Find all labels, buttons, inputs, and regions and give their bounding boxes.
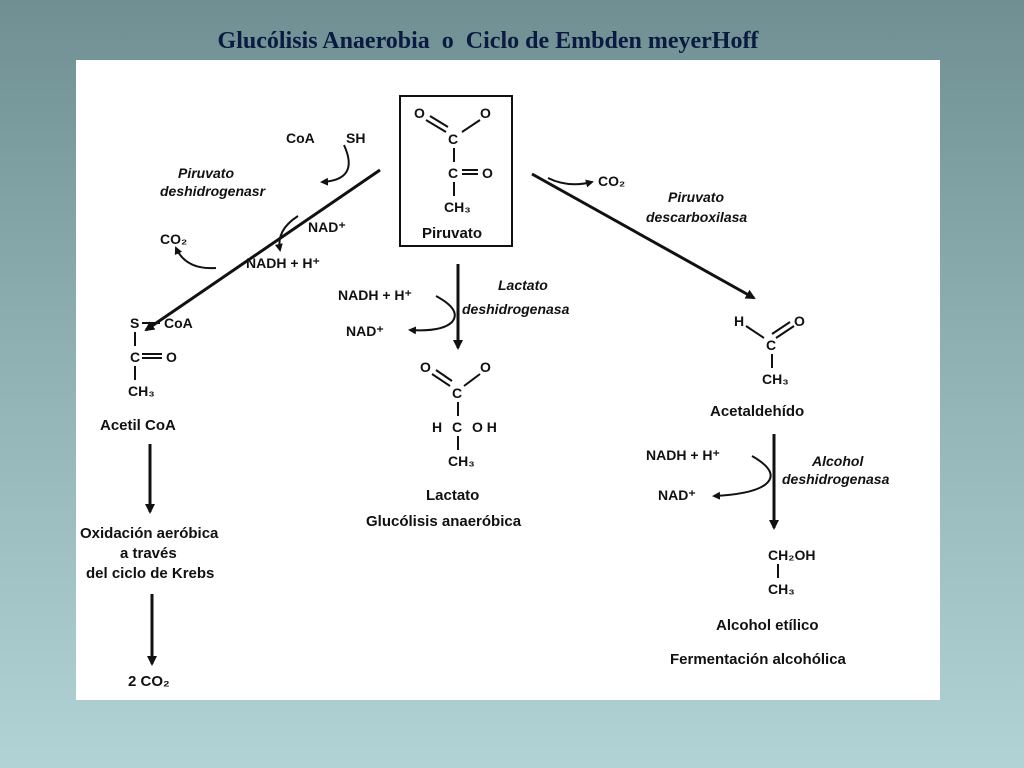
acetaldehyde-name: Acetaldehído — [710, 403, 804, 420]
pdc-arrow — [531, 172, 756, 300]
adh-cofactor-curve — [712, 455, 772, 500]
pyruvate-name: Piruvato — [422, 225, 482, 242]
acetylcoa-c: C — [130, 349, 140, 365]
acetaldehyde-c: C — [766, 337, 776, 353]
adh-enzyme-line1: Alcohol — [811, 453, 864, 469]
ethanol-ch2oh: CH₂OH — [768, 547, 815, 563]
pathway-diagram: O O C C O CH₃ Piruvato CoA SH Piruvato d… — [80, 95, 890, 690]
diagram-panel: O O C C O CH₃ Piruvato CoA SH Piruvato d… — [76, 60, 940, 700]
pdh-arrow — [144, 168, 381, 332]
final-co2: 2 CO₂ — [128, 673, 170, 690]
left-branch: CoA SH Piruvato deshidrogenasr NAD⁺ CO₂ … — [80, 130, 381, 690]
lactate-c1: C — [452, 385, 462, 401]
pdc-co2: CO₂ — [598, 173, 625, 189]
pdh-nad: NAD⁺ — [308, 219, 346, 235]
ldh-nadh: NADH + H⁺ — [338, 287, 412, 303]
center-branch: NADH + H⁺ NAD⁺ Lactato deshidrogenasa O … — [338, 264, 570, 530]
sh-label: SH — [346, 130, 365, 146]
pyruvate-structure: O O C C O CH₃ Piruvato — [399, 95, 513, 247]
pyruvate-ch3: CH₃ — [444, 199, 471, 215]
alcoholic-fermentation: Fermentación alcohólica — [670, 651, 847, 668]
pyruvate-c1: C — [448, 131, 458, 147]
lactate-o2: O — [480, 359, 491, 375]
ldh-nad: NAD⁺ — [346, 323, 384, 339]
lactate-ch3: CH₃ — [448, 453, 475, 469]
right-branch: CO₂ Piruvato descarboxilasa H O C CH₃ Ac… — [531, 172, 890, 668]
ethanol-ch3: CH₃ — [768, 581, 795, 597]
lactate-name: Lactato — [426, 487, 479, 504]
pyruvate-o2: O — [480, 105, 491, 121]
oxidation-line2: a través — [120, 545, 177, 562]
slide-title: Glucólisis Anaerobia o Ciclo de Embden m… — [217, 28, 759, 54]
ethanol-name: Alcohol etílico — [716, 617, 819, 634]
lactate-c2: C — [452, 419, 462, 435]
acetylcoa-o: O — [166, 349, 177, 365]
co2-curve-arrow — [174, 246, 217, 270]
pdh-enzyme-line2: deshidrogenasr — [160, 183, 267, 199]
pdc-enzyme-line2: descarboxilasa — [646, 209, 747, 225]
coa-curve-arrow — [320, 144, 350, 186]
lactate-o1: O — [420, 359, 431, 375]
lactate-h: H — [432, 419, 442, 435]
pdh-enzyme-line1: Piruvato — [178, 165, 234, 181]
acetylcoa-ch3: CH₃ — [128, 383, 155, 399]
ldh-enzyme-line1: Lactato — [498, 277, 548, 293]
acetylcoa-name: Acetil CoA — [100, 417, 176, 434]
pdh-co2: CO₂ — [160, 231, 187, 247]
acetaldehyde-ch3: CH₃ — [762, 371, 789, 387]
pyruvate-c2: C — [448, 165, 458, 181]
nad-curve-arrow — [274, 215, 299, 252]
ldh-cofactor-curve — [408, 295, 456, 335]
pdh-nadh: NADH + H⁺ — [246, 255, 320, 271]
pdc-enzyme-line1: Piruvato — [668, 189, 724, 205]
acetaldehyde-o: O — [794, 313, 805, 329]
ldh-enzyme-line2: deshidrogenasa — [462, 301, 570, 317]
anaerobic-glycolysis: Glucólisis anaeróbica — [366, 513, 522, 530]
adh-nad: NAD⁺ — [658, 487, 696, 503]
acetaldehyde-h: H — [734, 313, 744, 329]
adh-enzyme-line2: deshidrogenasa — [782, 471, 890, 487]
oxidation-line1: Oxidación aeróbica — [80, 525, 219, 542]
pyruvate-o3: O — [482, 165, 493, 181]
acetylcoa-s: S — [130, 315, 139, 331]
oxidation-line3: del ciclo de Krebs — [86, 565, 214, 582]
adh-nadh: NADH + H⁺ — [646, 447, 720, 463]
pyruvate-box — [399, 95, 513, 247]
coa-label: CoA — [286, 130, 315, 146]
pyruvate-o1: O — [414, 105, 425, 121]
lactate-oh: O H — [472, 419, 497, 435]
acetylcoa-coa: CoA — [164, 315, 193, 331]
pdc-co2-curve — [547, 177, 594, 188]
